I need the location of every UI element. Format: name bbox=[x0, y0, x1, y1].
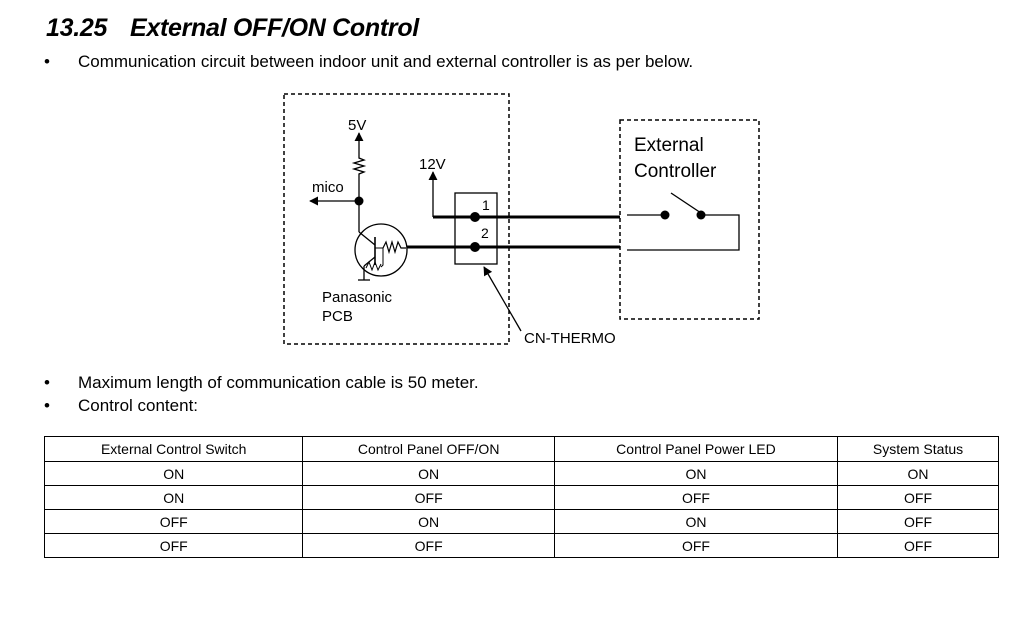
pin-1-label: 1 bbox=[482, 197, 490, 213]
pcb-boundary bbox=[283, 93, 510, 345]
connector-label: CN-THERMO bbox=[524, 330, 616, 347]
table-cell: OFF bbox=[302, 533, 555, 558]
pcb-label-line1: Panasonic bbox=[322, 289, 393, 306]
table-row: ON ON ON ON bbox=[43, 461, 999, 486]
table-cell: ON bbox=[837, 461, 999, 486]
table-cell: OFF bbox=[837, 509, 999, 534]
table-row: ON OFF OFF OFF bbox=[43, 485, 999, 510]
table-cell: OFF bbox=[43, 533, 304, 558]
pullup-resistor bbox=[351, 155, 367, 201]
table-header-row: External Control Switch Control Panel OF… bbox=[43, 436, 999, 462]
external-controller-label-line2: Controller bbox=[634, 161, 717, 182]
table-row: OFF OFF OFF OFF bbox=[43, 533, 999, 558]
table-cell: ON bbox=[302, 461, 555, 486]
table-cell: OFF bbox=[553, 485, 839, 510]
table-cell: OFF bbox=[302, 485, 555, 510]
pin-2-label: 2 bbox=[481, 225, 489, 241]
switch-icon bbox=[627, 192, 740, 251]
bullet-icon: • bbox=[44, 396, 50, 415]
external-controller-label-line1: External bbox=[634, 135, 704, 156]
mico-label: mico bbox=[312, 179, 344, 196]
table-row: OFF ON ON OFF bbox=[43, 509, 999, 534]
table-cell: ON bbox=[43, 485, 304, 510]
table-cell: ON bbox=[553, 509, 839, 534]
header-external-control-switch: External Control Switch bbox=[43, 436, 304, 462]
table-cell: ON bbox=[553, 461, 839, 486]
section-title: External OFF/ON Control bbox=[130, 14, 419, 42]
bullet-text: Maximum length of communication cable is… bbox=[78, 373, 479, 392]
bullet-icon: • bbox=[44, 52, 50, 71]
12v-label: 12V bbox=[419, 156, 446, 173]
bullet-item: • Control content: bbox=[44, 396, 198, 416]
header-control-panel-power-led: Control Panel Power LED bbox=[553, 436, 839, 462]
header-system-status: System Status bbox=[837, 436, 999, 462]
table-cell: OFF bbox=[553, 533, 839, 558]
bullet-text: Control content: bbox=[78, 396, 199, 415]
pcb-label-line2: PCB bbox=[322, 308, 353, 325]
table-cell: ON bbox=[302, 509, 555, 534]
table-cell: ON bbox=[43, 461, 304, 486]
header-control-panel-off-on: Control Panel OFF/ON bbox=[302, 436, 555, 462]
section-number: 13.25 bbox=[46, 14, 108, 42]
cn-thermo-connector bbox=[454, 192, 498, 265]
transistor-icon bbox=[354, 223, 408, 281]
bullet-icon: • bbox=[44, 373, 50, 392]
bullet-item: • Communication circuit between indoor un… bbox=[44, 52, 693, 72]
control-content-table: External Control Switch Control Panel OF… bbox=[43, 436, 999, 558]
section-heading: 13.25 External OFF/ON Control bbox=[46, 14, 419, 43]
bullet-text: Communication circuit between indoor uni… bbox=[78, 52, 694, 71]
table-cell: OFF bbox=[837, 533, 999, 558]
bullet-item: • Maximum length of communication cable i… bbox=[44, 373, 479, 393]
external-controller-boundary bbox=[619, 119, 760, 320]
pin-2-node bbox=[470, 242, 480, 252]
table-cell: OFF bbox=[837, 485, 999, 510]
pin-1-node bbox=[470, 212, 480, 222]
5v-label: 5V bbox=[348, 117, 366, 134]
connector-pointer-arrow bbox=[483, 266, 522, 332]
table-cell: OFF bbox=[43, 509, 304, 534]
